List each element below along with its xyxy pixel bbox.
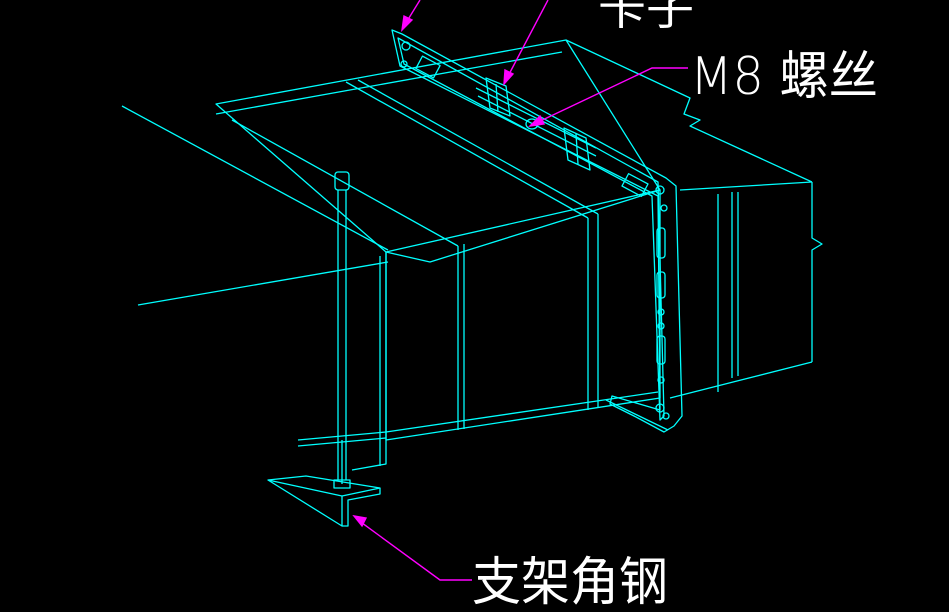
duct-right-section-bottom xyxy=(669,361,813,399)
flange-side-slot-1 xyxy=(656,227,666,259)
flange-outer xyxy=(391,29,683,433)
leader-bolt xyxy=(533,67,688,125)
duct-top-seam-3 xyxy=(357,79,599,215)
flange-side-slot-3 xyxy=(656,335,666,365)
flange-side-slot-2 xyxy=(656,271,666,299)
duct-top-inner-edge xyxy=(215,51,563,115)
flange-slot-tl xyxy=(415,55,441,79)
flange-side-hole-3 xyxy=(657,376,665,384)
duct-front-bottom-inner xyxy=(385,391,659,433)
guide-line-upper xyxy=(121,105,389,251)
flange-corner-bolt-tr2 xyxy=(660,204,668,212)
flange-inner xyxy=(397,37,665,421)
leader-bolt-arrow xyxy=(528,114,546,127)
leader-support-arrow xyxy=(352,515,368,528)
flange-corner-bolt-br2 xyxy=(662,412,670,420)
leader-clip-left-arrow xyxy=(401,14,414,32)
hanger-rod-cap xyxy=(334,171,350,191)
flange-side-hole-1 xyxy=(657,308,665,316)
leader-clip-right xyxy=(505,0,549,81)
leader-support xyxy=(357,519,472,581)
duct-right-section-top xyxy=(565,39,813,183)
flange-clip-2 xyxy=(563,127,591,171)
duct-right-top-front xyxy=(679,181,813,191)
flange-corner-bolt-tl2 xyxy=(400,60,408,68)
duct-top-face xyxy=(215,39,661,263)
flange-side-hole-2 xyxy=(657,322,665,330)
duct-top-seam-1 xyxy=(231,119,459,247)
duct-right-section-edge xyxy=(811,182,823,362)
label-support-angle: 支架角钢 xyxy=(472,553,668,612)
support-angle-rear xyxy=(342,488,381,527)
leaders xyxy=(352,0,688,581)
flange-bottom-edge xyxy=(605,399,669,431)
flange-corner-bolt-br xyxy=(655,403,665,413)
support-ledge-top xyxy=(297,431,387,441)
flange-corner-bolt-tr xyxy=(655,185,665,195)
label-m8-bolt: M8 螺丝 xyxy=(690,47,878,107)
support-nut xyxy=(333,479,351,489)
leader-clip-right-arrow xyxy=(503,68,515,86)
duct-top-seam-2 xyxy=(345,81,589,219)
flange-slot-tr xyxy=(621,173,649,197)
flange-corner-bolt-tl xyxy=(401,41,411,51)
duct-linework xyxy=(121,29,823,527)
label-top-clip: 卡子 xyxy=(598,0,694,35)
duct-left-end xyxy=(351,252,387,471)
